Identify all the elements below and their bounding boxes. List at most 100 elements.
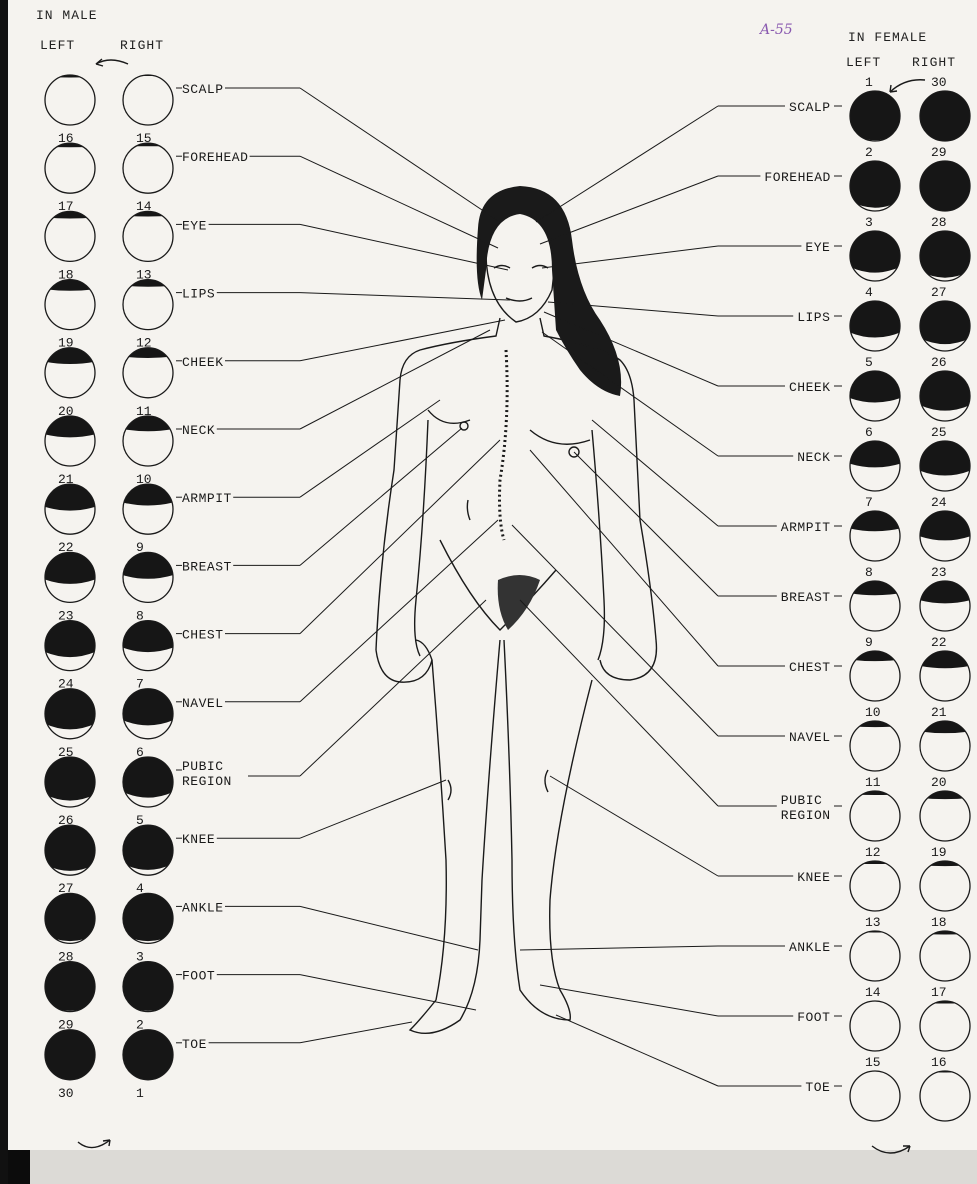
male-right-circle-shade <box>121 619 175 652</box>
female-left-circle <box>848 649 902 701</box>
male-right-circle <box>121 482 175 534</box>
female-right-number: 26 <box>931 355 947 370</box>
female-right-circle <box>918 719 972 771</box>
male-left-circle <box>43 687 97 739</box>
male-right-circle <box>121 891 175 943</box>
male-right-circle <box>121 619 175 671</box>
female-label: TOE <box>805 1080 830 1095</box>
female-figure <box>376 186 656 1033</box>
male-right-circle <box>121 73 175 125</box>
female-right-circle-shade <box>918 579 972 603</box>
female-bottom-arrow <box>872 1146 910 1153</box>
male-left-number: 30 <box>58 1086 74 1101</box>
female-leader-line <box>592 420 718 526</box>
male-leader-line <box>300 320 505 361</box>
breast-lines <box>428 410 590 444</box>
pubic-hair <box>498 575 540 630</box>
male-leader-line <box>300 975 476 1010</box>
female-right-number: 19 <box>931 845 947 860</box>
male-right-circle <box>121 960 175 1012</box>
female-right-circle-shade <box>918 649 972 668</box>
male-left-circle <box>43 619 97 671</box>
male-right-circle <box>121 414 175 466</box>
female-right-circle <box>918 509 972 561</box>
female-label: FOREHEAD <box>764 170 830 185</box>
male-label: TOE <box>182 1037 207 1052</box>
male-right-circle <box>121 687 175 739</box>
female-left-circle <box>850 1071 900 1121</box>
female-left-circle <box>848 789 902 841</box>
male-label: REGION <box>182 774 232 789</box>
female-leader-line <box>536 106 718 222</box>
male-left-circle <box>43 346 97 398</box>
female-left-number: 15 <box>865 1055 881 1070</box>
male-left-circle <box>43 960 97 1012</box>
female-left-circle <box>848 369 902 421</box>
female-left-number: 6 <box>865 425 873 440</box>
female-right-circle <box>918 229 972 281</box>
female-left-number: 1 <box>865 75 873 90</box>
face-outline <box>486 236 554 322</box>
female-left-circle-outline <box>850 861 900 911</box>
female-left-circle-shade <box>848 299 902 338</box>
female-circle-columns: 1234567891011121314153029282726252423222… <box>848 75 972 1121</box>
female-right-circle <box>918 1069 972 1121</box>
female-right-circle-shade <box>918 509 972 540</box>
male-left-circle-shade <box>43 482 97 510</box>
male-right-circle <box>121 278 175 330</box>
male-leader-line <box>300 520 498 702</box>
female-left-number: 11 <box>865 775 881 790</box>
female-leader-line <box>520 946 718 950</box>
knees <box>448 770 548 800</box>
male-left-circle-shade <box>43 619 97 658</box>
female-label: KNEE <box>797 870 830 885</box>
female-right-circle <box>918 999 972 1051</box>
female-left-circle-shade <box>848 369 902 402</box>
female-left-circle <box>848 159 902 211</box>
female-left-circle <box>848 229 902 281</box>
male-leader-line <box>300 440 500 634</box>
female-left-circle <box>848 509 902 561</box>
female-label: REGION <box>781 808 831 823</box>
female-right-circle-outline <box>920 861 970 911</box>
male-leader-line <box>300 600 486 776</box>
female-left-number: 7 <box>865 495 873 510</box>
male-label: FOOT <box>182 969 215 984</box>
female-left-circle-shade <box>848 719 902 727</box>
male-label: PUBIC <box>182 759 224 774</box>
male-label: NECK <box>182 423 215 438</box>
male-right-circle <box>121 346 175 398</box>
female-left-circle-outline <box>850 791 900 841</box>
female-leader-line <box>540 985 718 1016</box>
female-label: SCALP <box>789 100 831 115</box>
male-label: ARMPIT <box>182 491 232 506</box>
male-left-circle-shade <box>43 687 97 730</box>
male-left-circle <box>43 278 97 330</box>
female-right-number: 24 <box>931 495 947 510</box>
female-left-circle <box>848 859 902 911</box>
male-leader-line <box>300 156 498 248</box>
hair <box>477 186 621 396</box>
female-right-circle <box>918 369 972 421</box>
male-leader-line <box>300 400 440 497</box>
female-right-circle <box>918 859 972 911</box>
female-right-number: 29 <box>931 145 947 160</box>
female-left-number: 5 <box>865 355 873 370</box>
female-right-circle <box>918 299 972 351</box>
female-right-number: 25 <box>931 425 947 440</box>
female-right-number: 20 <box>931 775 947 790</box>
female-label: NECK <box>797 450 830 465</box>
left-hand <box>376 640 432 682</box>
female-right-number: 17 <box>931 985 947 1000</box>
female-top-arrow <box>890 80 925 92</box>
male-leader-line <box>300 428 462 565</box>
male-leader-line <box>300 330 490 429</box>
female-right-circle <box>918 89 972 142</box>
female-right-circle <box>918 789 972 841</box>
male-left-circle-outline <box>45 211 95 261</box>
male-right-circle-shade <box>121 1028 175 1080</box>
female-left-number: 4 <box>865 285 873 300</box>
female-left-number: 3 <box>865 215 873 230</box>
male-left-circle <box>43 891 97 943</box>
female-right-circle-outline <box>920 1071 970 1121</box>
